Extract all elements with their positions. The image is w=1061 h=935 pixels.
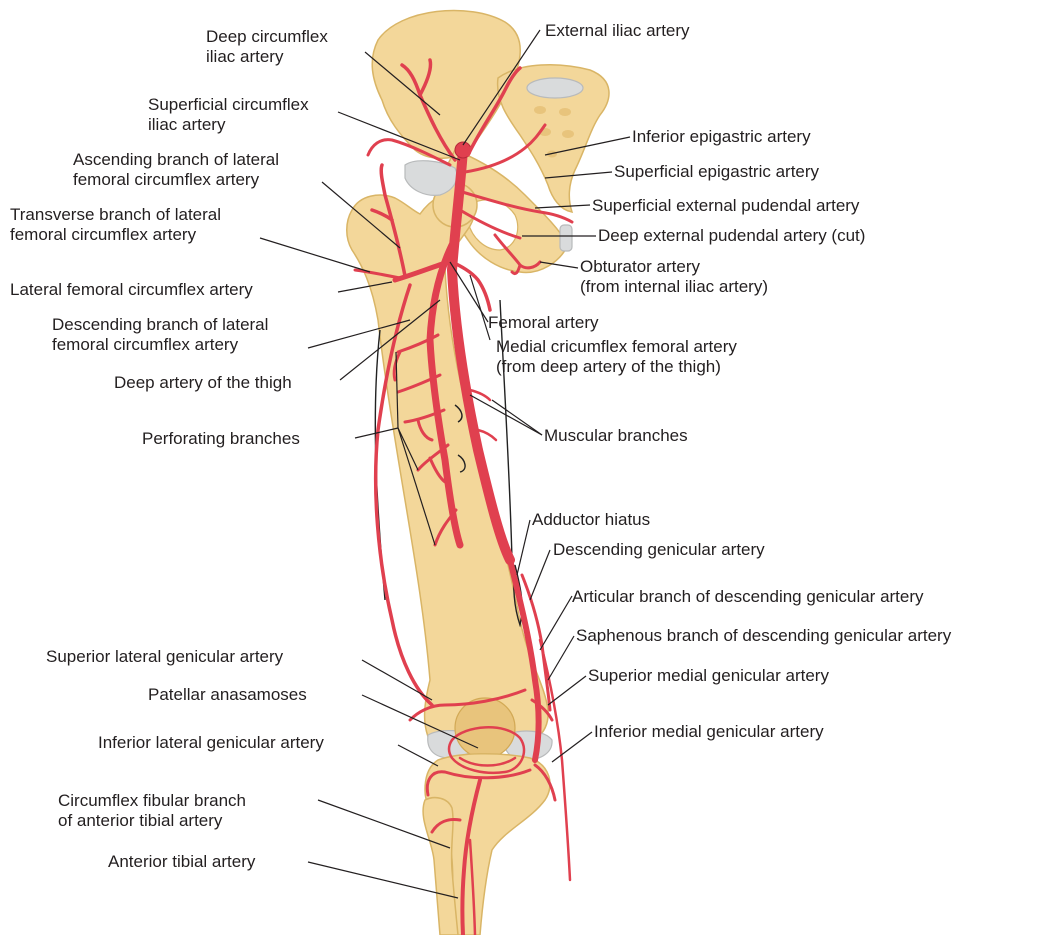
label-deep-circumflex-iliac-line-2: iliac artery: [206, 47, 284, 66]
label-obturator-line-1: Obturator artery: [580, 257, 700, 276]
label-ascending-branch-lfc-line-1: Ascending branch of lateral: [73, 150, 279, 169]
label-descending-branch-lfc-line-2: femoral circumflex artery: [52, 335, 239, 354]
label-lateral-femoral-circumflex: Lateral femoral circumflex artery: [10, 280, 253, 299]
label-medial-circumflex-femoral-line-2: (from deep artery of the thigh): [496, 357, 721, 376]
label-deep-circumflex-iliac-line-1: Deep circumflex: [206, 27, 328, 46]
label-descending-branch-lfc-line-1: Descending branch of lateral: [52, 315, 268, 334]
label-superficial-circumflex-iliac-line-1: Superficial circumflex: [148, 95, 309, 114]
label-femoral: Femoral artery: [488, 313, 599, 332]
sacral-foramen: [559, 108, 571, 116]
label-superficial-circumflex-iliac-line-2: iliac artery: [148, 115, 226, 134]
label-ascending-branch-lfc-line-2: femoral circumflex artery: [73, 170, 260, 189]
sacrum-disc: [527, 78, 583, 98]
label-superior-lateral-genicular: Superior lateral genicular artery: [46, 647, 284, 666]
label-deep-artery-thigh: Deep artery of the thigh: [114, 373, 292, 392]
sacral-foramen: [562, 130, 574, 138]
label-medial-circumflex-femoral-line-1: Medial cricumflex femoral artery: [496, 337, 737, 356]
label-inferior-lateral-genicular: Inferior lateral genicular artery: [98, 733, 324, 752]
label-adductor-hiatus: Adductor hiatus: [532, 510, 650, 529]
label-superior-medial-genicular: Superior medial genicular artery: [588, 666, 829, 685]
label-inferior-epigastric: Inferior epigastric artery: [632, 127, 811, 146]
label-superficial-external-pudendal: Superficial external pudendal artery: [592, 196, 860, 215]
label-circumflex-fibular-line-2: of anterior tibial artery: [58, 811, 223, 830]
label-inferior-medial-genicular: Inferior medial genicular artery: [594, 722, 824, 741]
pubic-symphysis: [560, 225, 572, 251]
label-transverse-branch-lfc-line-1: Transverse branch of lateral: [10, 205, 221, 224]
label-saphenous-branch-dg: Saphenous branch of descending genicular…: [576, 626, 952, 645]
label-anterior-tibial: Anterior tibial artery: [108, 852, 256, 871]
sacral-foramen: [534, 106, 546, 114]
label-circumflex-fibular-line-1: Circumflex fibular branch: [58, 791, 246, 810]
label-perforating-branches: Perforating branches: [142, 429, 300, 448]
label-external-iliac: External iliac artery: [545, 21, 690, 40]
label-muscular-branches: Muscular branches: [544, 426, 688, 445]
label-descending-genicular: Descending genicular artery: [553, 540, 765, 559]
label-articular-branch-dg: Articular branch of descending genicular…: [572, 587, 924, 606]
label-patellar-anasamoses: Patellar anasamoses: [148, 685, 307, 704]
label-obturator-line-2: (from internal iliac artery): [580, 277, 768, 296]
label-superficial-epigastric: Superficial epigastric artery: [614, 162, 820, 181]
label-transverse-branch-lfc-line-2: femoral circumflex artery: [10, 225, 197, 244]
label-deep-external-pudendal: Deep external pudendal artery (cut): [598, 226, 865, 245]
